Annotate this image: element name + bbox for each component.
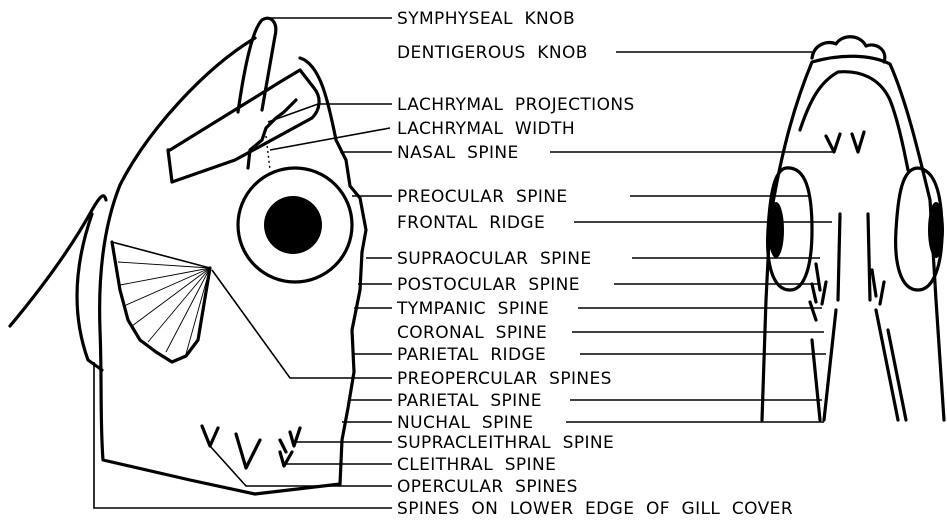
head-outline — [100, 38, 340, 494]
label-preocular-spine: PREOCULAR SPINE — [397, 187, 568, 207]
dorsal-profile — [300, 58, 366, 484]
label-cleithral-spine: CLEITHRAL SPINE — [397, 455, 556, 475]
dorsal-parietal-ridges — [812, 310, 906, 420]
label-nuchal-spine: NUCHAL SPINE — [397, 413, 533, 433]
opercular-spines-shape — [202, 426, 300, 468]
dorsal-head-outline — [762, 56, 944, 420]
label-coronal-spine: CORONAL SPINE — [397, 323, 547, 343]
dorsal-nasal-spines — [826, 132, 864, 152]
eye-pupil — [264, 196, 322, 254]
dorsal-frontal-ridges — [838, 214, 870, 300]
label-lachrymal-width: LACHRYMAL WIDTH — [397, 119, 575, 139]
dorsal-left-spines — [810, 264, 826, 320]
dorsal-right-pupil — [928, 202, 944, 258]
label-tympanic-spine: TYMPANIC SPINE — [396, 299, 549, 319]
preopercular-fan — [112, 242, 210, 362]
label-parietal-ridge: PARIETAL RIDGE — [397, 345, 546, 365]
lachrymal-projections-shape — [248, 100, 296, 168]
label-opercular-spines: OPERCULAR SPINES — [397, 477, 578, 497]
labels: SYMPHYSEAL KNOB DENTIGEROUS KNOB LACHRYM… — [396, 9, 793, 519]
label-preopercular-spines: PREOPERCULAR SPINES — [397, 369, 612, 389]
label-parietal-spine: PARIETAL SPINE — [397, 391, 542, 411]
label-symphyseal-knob: SYMPHYSEAL KNOB — [397, 9, 575, 29]
dorsal-left-pupil — [768, 202, 784, 258]
label-lachrymal-projections: LACHRYMAL PROJECTIONS — [397, 95, 635, 115]
label-spines-lower-edge-gill-cover: SPINES ON LOWER EDGE OF GILL COVER — [397, 499, 793, 519]
label-frontal-ridge: FRONTAL RIDGE — [397, 213, 545, 233]
lateral-view — [10, 18, 366, 494]
gill-cover-lower — [77, 214, 102, 370]
dorsal-right-spines — [872, 270, 884, 304]
dorsal-snout-inner — [800, 72, 908, 170]
label-nasal-spine: NASAL SPINE — [397, 143, 519, 163]
label-supraocular-spine: SUPRAOCULAR SPINE — [397, 249, 591, 269]
dorsal-view — [762, 37, 944, 420]
label-supracleithral-spine: SUPRACLEITHRAL SPINE — [397, 433, 614, 453]
label-postocular-spine: POSTOCULAR SPINE — [397, 275, 580, 295]
label-dentigerous-knob: DENTIGEROUS KNOB — [397, 43, 588, 63]
lachrymal-bar-shape — [168, 70, 319, 182]
